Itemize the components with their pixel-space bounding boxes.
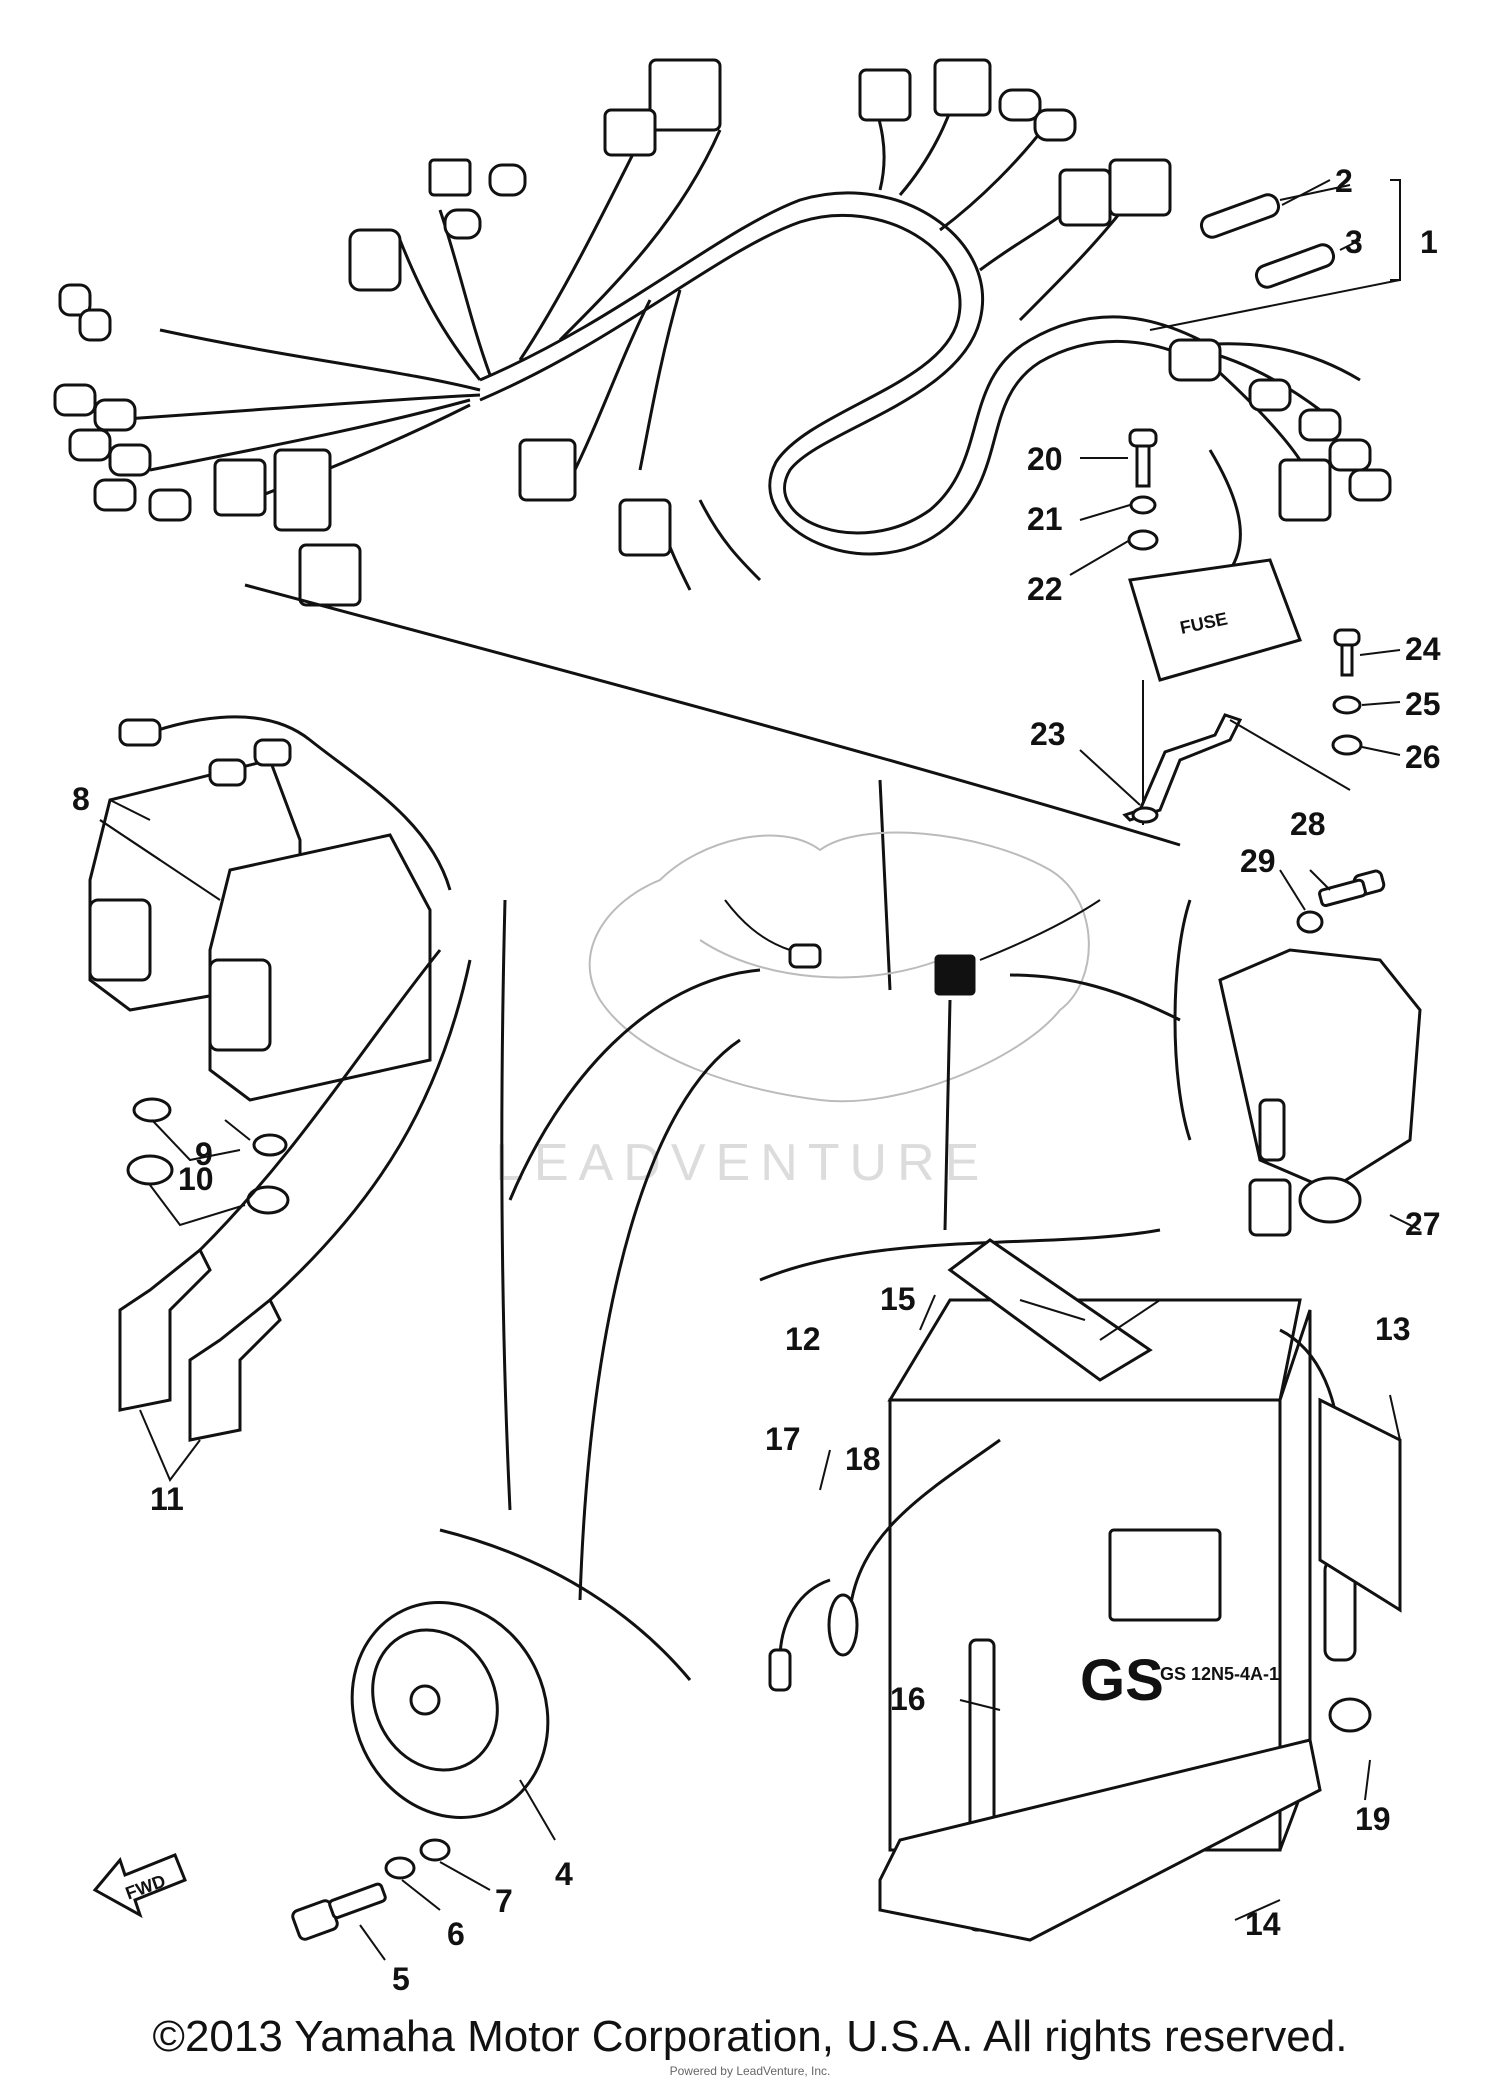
washer-6[interactable] [384,1856,416,1880]
label-part-17: 17 [765,1421,801,1457]
horn[interactable] [317,1570,582,1850]
label-part-25: 25 [1405,686,1441,722]
fwd-arrow-icon: FWD [92,1853,187,1919]
label-part-28: 28 [1290,806,1326,842]
frame-connector-right[interactable] [934,954,976,996]
label-part-21: 21 [1027,501,1063,537]
fuse-2[interactable] [1199,192,1282,240]
label-part-10: 10 [178,1161,214,1197]
screw-24[interactable] [1333,628,1361,677]
washer-22[interactable] [1127,529,1159,551]
fuse-3[interactable] [1254,242,1337,290]
nut-10[interactable] [126,1154,290,1215]
bolt-5[interactable] [291,1882,387,1941]
screw-20[interactable] [1128,428,1158,488]
ignition-coil-right[interactable] [208,833,432,1102]
label-part-8: 8 [72,781,90,817]
battery-case[interactable] [878,1738,1322,1942]
powered-by-note: Powered by LeadVenture, Inc. [669,2064,831,2078]
bolt-28[interactable] [1318,869,1386,908]
terminal-cover[interactable] [1318,1397,1402,1613]
label-part-23: 23 [1030,716,1066,752]
label-part-24: 24 [1405,631,1441,667]
label-part-1: 1 [1420,224,1438,260]
label-part-12: 12 [785,1321,821,1357]
watermark-text: LEADVENTURE [495,1134,989,1192]
label-part-7: 7 [495,1883,513,1919]
label-part-16: 16 [890,1681,926,1717]
frame-connector-left[interactable] [788,943,822,969]
label-part-18: 18 [845,1441,881,1477]
label-part-9: 9 [195,1136,213,1172]
fuse-box[interactable]: FUSE [1128,558,1302,682]
starter-relay[interactable] [1218,948,1422,1237]
washer-29[interactable] [1296,910,1324,934]
label-part-14: 14 [1245,1906,1281,1942]
washer-7[interactable] [419,1838,451,1862]
washer-26[interactable] [1331,734,1363,756]
spark-plug-cap-right[interactable] [188,1297,282,1442]
label-part-5: 5 [392,1961,410,1997]
label-part-15: 15 [880,1281,916,1317]
copyright-notice: ©2013 Yamaha Motor Corporation, U.S.A. A… [152,2012,1348,2061]
label-part-2: 2 [1335,163,1353,199]
label-part-20: 20 [1027,441,1063,477]
washer-9[interactable] [132,1097,288,1157]
label-part-6: 6 [447,1916,465,1952]
battery-cable-negative[interactable] [768,1438,1001,1692]
label-part-22: 22 [1027,571,1063,607]
label-part-11: 11 [150,1481,184,1517]
motorcycle-ghost-outline [588,831,1090,1103]
label-part-26: 26 [1405,739,1441,775]
label-part-19: 19 [1355,1801,1391,1837]
battery-brand: GS [1080,1648,1164,1713]
label-part-4: 4 [555,1856,573,1892]
wire-harness[interactable] [53,58,1392,607]
bracket-23[interactable] [1122,713,1243,824]
washer-21[interactable] [1129,495,1157,515]
label-part-27: 27 [1405,1206,1441,1242]
label-part-3: 3 [1345,224,1363,260]
spark-plug-cap-left[interactable] [118,1247,212,1412]
washer-25[interactable] [1332,695,1362,715]
label-part-29: 29 [1240,843,1276,879]
label-part-13: 13 [1375,1311,1411,1347]
battery-model: GS 12N5-4A-1 [1160,1664,1279,1684]
